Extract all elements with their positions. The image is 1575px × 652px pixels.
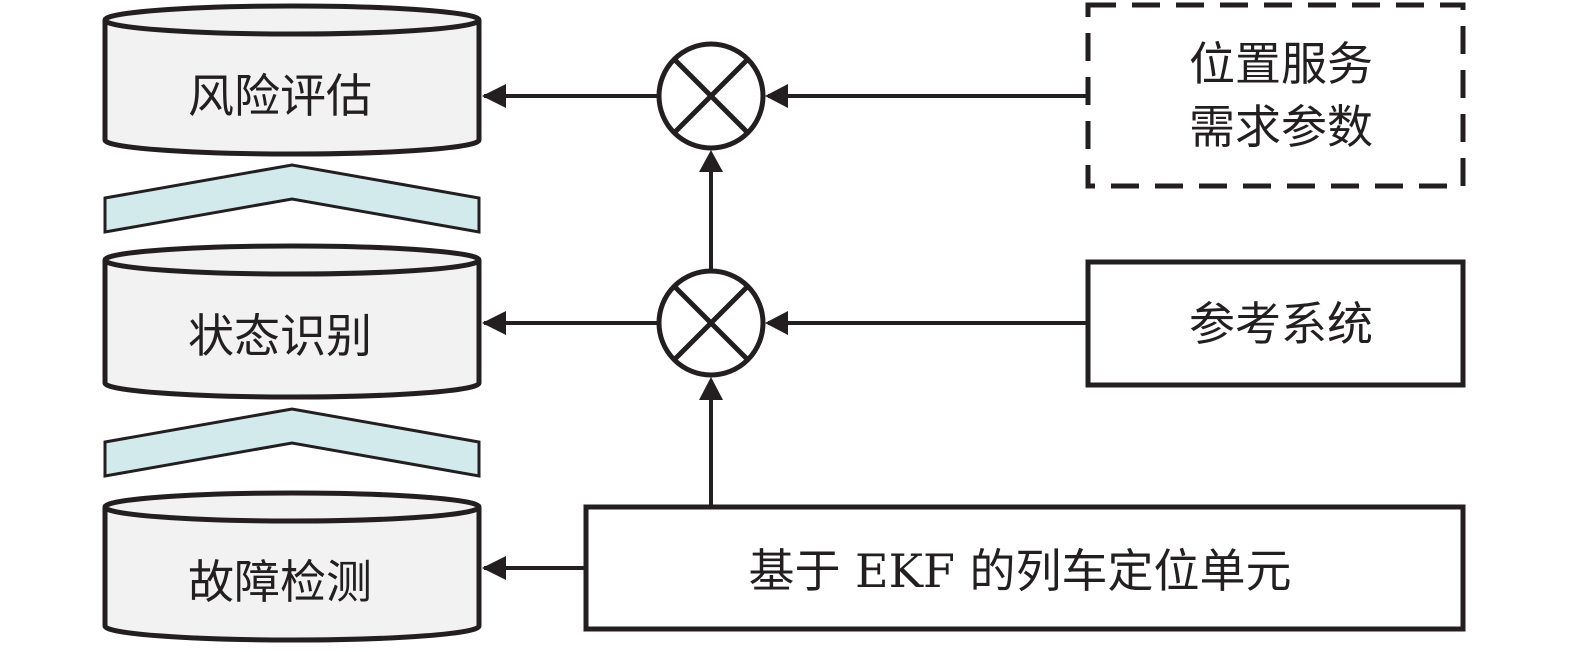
- cylinder-top: [102, 3, 482, 37]
- dashed-box: [1085, 2, 1466, 189]
- box: [1085, 259, 1466, 388]
- cylinder-body: [102, 507, 482, 643]
- reference-label: 参考系统: [1189, 297, 1373, 351]
- cylinder-body: [102, 20, 482, 157]
- cylinder-top: [102, 490, 482, 524]
- cylinder-body: [102, 260, 482, 400]
- layer-label: 风险评估: [188, 69, 372, 123]
- layer-label: 状态识别: [188, 309, 372, 363]
- multiplier-upper: [656, 41, 766, 151]
- box: [583, 504, 1466, 632]
- layer-label: 故障检测: [188, 555, 372, 609]
- ekf-label: 基于 EKF 的列车定位单元: [748, 544, 1291, 598]
- service-requirements-box: 位置服务 需求参数: [1085, 2, 1466, 189]
- service-label-line2: 需求参数: [1189, 100, 1373, 154]
- chevron-up-icon: [103, 407, 481, 478]
- service-label-line1: 位置服务: [1189, 37, 1373, 91]
- layer-state-identification: 状态识别: [102, 243, 482, 400]
- ekf-positioning-unit-box: 基于 EKF 的列车定位单元: [583, 504, 1466, 632]
- cylinder-top: [102, 243, 482, 277]
- layer-risk-assessment: 风险评估: [102, 3, 482, 157]
- chevron-up-icon: [103, 163, 481, 234]
- reference-system-box: 参考系统: [1085, 259, 1466, 388]
- layer-fault-detection: 故障检测: [102, 490, 482, 643]
- multiplier-lower: [656, 268, 766, 378]
